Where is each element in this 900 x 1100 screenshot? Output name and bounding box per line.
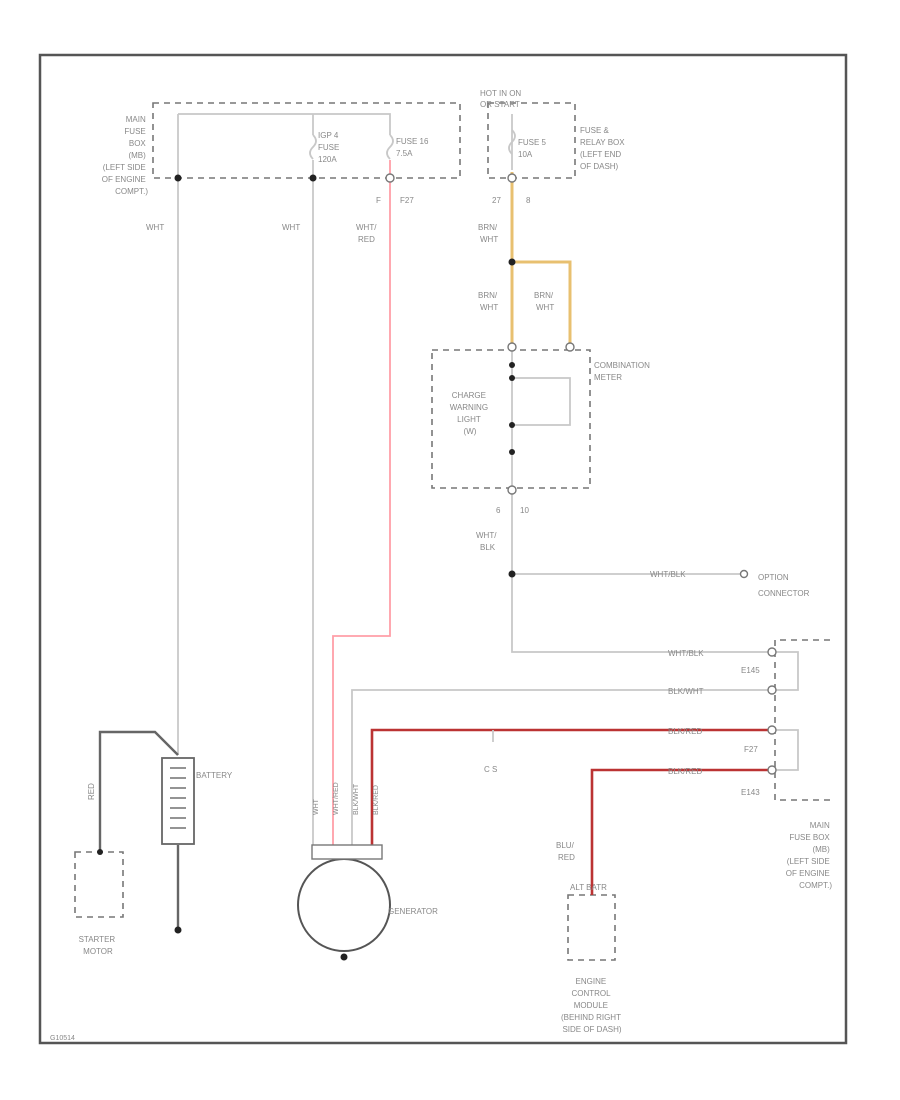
splice-dot <box>509 422 515 428</box>
pin-27: 27 <box>492 196 501 205</box>
pin-6: 6 <box>496 506 501 515</box>
connector-pin <box>385 173 395 183</box>
wire-label-blk-red-a: BLK/RED <box>668 727 702 736</box>
wire-blu-red-ecm <box>590 768 770 895</box>
fuse-relay-box <box>487 102 576 179</box>
splice-dot <box>174 174 182 182</box>
splice-dot <box>509 375 515 381</box>
connector-pin <box>767 647 777 657</box>
starter-motor-box <box>74 851 124 918</box>
wire-blk-red-gen <box>370 728 770 845</box>
fuse5-symbol <box>508 129 516 155</box>
wire-wht-blk-down <box>511 490 770 653</box>
wire-meter-loop <box>512 377 571 426</box>
charge-warning-label: CHARGE WARNING LIGHT (W) <box>450 391 491 436</box>
connector-pin <box>565 342 575 352</box>
main-fuse-box-bottom-label: MAIN FUSE BOX (MB) (LEFT SIDE OF ENGINE … <box>786 821 833 890</box>
fuse16-label: FUSE 16 7.5A <box>396 137 431 158</box>
wire-label-wht-red: WHT/ RED <box>356 223 379 244</box>
wire-top-bus <box>178 113 391 135</box>
ecm-label: ENGINE CONTROL MODULE (BEHIND RIGHT SIDE… <box>561 977 623 1034</box>
ground-dot <box>340 953 348 961</box>
main-fuse-box-top <box>152 102 461 179</box>
splice-dot <box>509 362 515 368</box>
pin-f27-b: F27 <box>744 745 758 754</box>
battery-label: BATTERY <box>196 771 233 780</box>
pin-10: 10 <box>520 506 529 515</box>
splice-dot <box>508 570 516 578</box>
wire-blk-wht <box>351 689 770 845</box>
connector-pin <box>767 725 777 735</box>
diagram-frame <box>38 53 848 1045</box>
fuse-relay-box-label: FUSE & RELAY BOX (LEFT END OF DASH) <box>580 126 627 171</box>
pin-e145: E145 <box>741 666 760 675</box>
connector-pin <box>739 569 749 579</box>
hot-in-on-label: HOT IN ON OR START <box>480 89 523 109</box>
main-fuse-box-bottom <box>774 639 830 801</box>
wire-wht-red <box>332 160 391 845</box>
pin-e143: E143 <box>741 788 760 797</box>
gen-wire-wht: WHT <box>313 798 320 815</box>
ecm-box <box>567 894 616 961</box>
fuse5-label: FUSE 5 10A <box>518 138 548 159</box>
gen-wire-wht-red: WHT/RED <box>333 782 340 815</box>
wire-label-red: RED <box>87 783 96 800</box>
wire-label-wht-b: WHT <box>282 223 300 232</box>
wire-label-brn-wht-l: BRN/ WHT <box>478 291 499 312</box>
fuse-igp4-symbol <box>309 134 317 160</box>
splice-dot <box>97 849 103 855</box>
generator-symbol <box>297 844 391 952</box>
gen-wire-blk-red: BLK/RED <box>373 785 380 815</box>
splice-dot <box>309 174 317 182</box>
wire-label-blk-wht: BLK/WHT <box>668 687 704 696</box>
combination-meter-box <box>431 349 591 489</box>
label-cs: C S <box>484 765 497 774</box>
pin-8: 8 <box>526 196 531 205</box>
wire-label-blu-red: BLU/ RED <box>556 841 576 862</box>
ground-dot <box>174 926 182 934</box>
pin-f: F <box>376 196 381 205</box>
gen-wire-blk-wht: BLK/WHT <box>353 783 360 815</box>
diagram-code: G10514 <box>50 1035 75 1042</box>
battery-symbol <box>161 757 195 845</box>
starter-motor-label: STARTER MOTOR <box>79 935 118 956</box>
fuse16-symbol <box>386 134 394 160</box>
wire-mb-link-a <box>772 651 799 691</box>
option-connector-label: OPTION CONNECTOR <box>758 573 810 598</box>
combination-meter-label: COMBINATION METER <box>594 361 652 382</box>
wire-label-brn-wht-r: BRN/ WHT <box>534 291 555 312</box>
wire-mb-link-b <box>772 729 799 771</box>
generator-label: GENERATOR <box>388 907 438 916</box>
wire-brn-wht-branch <box>512 260 572 345</box>
connector-pin <box>507 342 517 352</box>
fuse-igp4-label: IGP 4 FUSE 120A <box>318 131 342 164</box>
splice-dot <box>509 449 515 455</box>
wire-label-brn-wht-top: BRN/ WHT <box>478 223 499 244</box>
splice-dot <box>508 258 516 266</box>
connector-pin <box>507 173 517 183</box>
wire-red-starter <box>98 730 179 852</box>
connector-pin <box>767 765 777 775</box>
wire-label-wht-blk-r: WHT/BLK <box>668 649 704 658</box>
wire-label-blk-red-b: BLK/RED <box>668 767 702 776</box>
wire-label-wht-blk-option: WHT/BLK <box>650 570 686 579</box>
pin-f27: F27 <box>400 196 414 205</box>
ecm-pins: ALT BATR <box>570 883 607 892</box>
wire-label-wht-a: WHT <box>146 223 164 232</box>
connector-pin <box>507 485 517 495</box>
wire-label-wht-blk-v: WHT/ BLK <box>476 531 499 552</box>
connector-pin <box>767 685 777 695</box>
main-fuse-box-top-label: MAIN FUSE BOX (MB) (LEFT SIDE OF ENGINE … <box>102 115 149 196</box>
